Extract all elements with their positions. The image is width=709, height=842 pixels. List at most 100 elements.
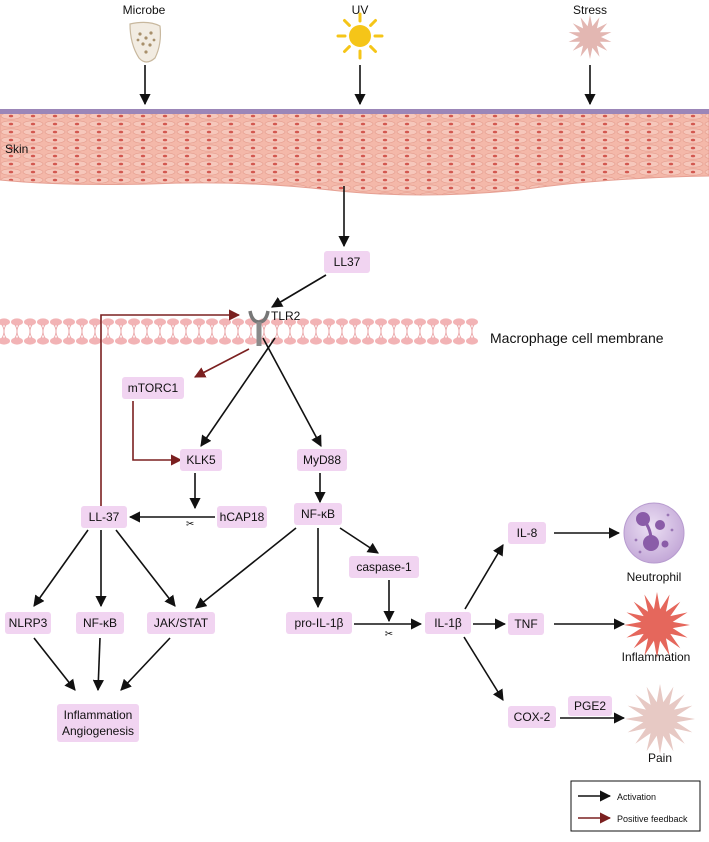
node-cox2 xyxy=(508,706,556,728)
membrane-lipid-head xyxy=(375,318,387,326)
membrane-lipid-head xyxy=(50,318,62,326)
membrane-lipid-head xyxy=(336,318,348,326)
node-cox2-label: COX-2 xyxy=(514,710,551,724)
membrane-lipid-head xyxy=(440,318,452,326)
node-hcap18-label: hCAP18 xyxy=(220,510,265,524)
membrane-lipid-head xyxy=(388,318,400,326)
membrane-lipid-head xyxy=(24,318,36,326)
node-ll37-label: LL-37 xyxy=(89,510,120,524)
membrane-lipid-tail xyxy=(107,324,111,339)
node-prol1b-label: pro-IL-1β xyxy=(295,616,344,630)
node-tnf-label: TNF xyxy=(514,617,537,631)
membrane-lipid-tail xyxy=(380,324,384,339)
membrane-lipid-head xyxy=(401,318,413,326)
membrane-lipid-tail xyxy=(159,324,163,339)
arrow-nfkb-inflam xyxy=(92,637,104,692)
membrane-lipid-head xyxy=(284,337,296,345)
membrane-lipid-head xyxy=(193,318,205,326)
arrow-tlr2-mtorc1 xyxy=(194,348,250,378)
node-inflammation-angiogenesis xyxy=(57,704,139,742)
arrow-nfkb-caspase1 xyxy=(339,527,379,554)
membrane-lipid-head xyxy=(349,318,361,326)
membrane-lipid-head xyxy=(115,318,127,326)
membrane-lipid-tail xyxy=(185,324,189,339)
microbe-label: Microbe xyxy=(123,3,166,17)
membrane-lipid-head xyxy=(427,337,439,345)
membrane-lipid-tail xyxy=(3,324,7,339)
membrane-lipid-head xyxy=(401,337,413,345)
membrane-lipid-head xyxy=(89,337,101,345)
membrane-lipid-head xyxy=(154,318,166,326)
neutrophil-label: Neutrophil xyxy=(627,570,682,584)
membrane-lipid-tail xyxy=(133,324,137,339)
sun-icon xyxy=(336,12,384,60)
membrane-lipid-tail xyxy=(42,324,46,339)
arrow-ll37-tlr2 xyxy=(271,274,327,308)
membrane-lipid-tail xyxy=(250,324,254,339)
node-klk5-label: KLK5 xyxy=(186,453,216,467)
membrane-lipid-tail xyxy=(94,324,98,339)
membrane-lipid-head xyxy=(24,337,36,345)
membrane-lipid-head xyxy=(388,337,400,345)
arrow-ll37-jakstat xyxy=(115,529,176,607)
node-tnf xyxy=(508,613,544,635)
membrane-lipid-head xyxy=(349,337,361,345)
arrow-tlr2-klk5 xyxy=(200,337,276,447)
node-il8 xyxy=(508,522,546,544)
node-nfkb-low xyxy=(76,612,124,634)
membrane-lipid-tail xyxy=(341,324,345,339)
membrane-lipid-head xyxy=(50,337,62,345)
stimuli-arrows xyxy=(139,65,596,106)
arrow-ll37-nlrp3 xyxy=(33,529,89,607)
membrane-lipid-head xyxy=(154,337,166,345)
membrane-lipid-head xyxy=(375,337,387,345)
membrane-lipid-tail xyxy=(471,324,475,339)
legend: Activation Positive feedback xyxy=(570,780,701,832)
membrane-lipid-head xyxy=(466,318,478,326)
membrane-lipid-tail xyxy=(393,324,397,339)
node-caspase1-label: caspase-1 xyxy=(356,560,412,574)
membrane-lipid-head xyxy=(180,318,192,326)
node-klk5 xyxy=(180,449,222,471)
membrane-lipid-tail xyxy=(276,324,280,339)
membrane-lipid-tail xyxy=(406,324,410,339)
membrane-lipid-tail xyxy=(29,324,33,339)
membrane-lipid-tail xyxy=(198,324,202,339)
membrane-lipid-head xyxy=(37,318,49,326)
membrane-lipid-head xyxy=(297,318,309,326)
membrane-lipid-head xyxy=(271,318,283,326)
membrane-lipid-tail xyxy=(458,324,462,339)
node-hcap18 xyxy=(217,506,267,528)
membrane-lipid-head xyxy=(89,318,101,326)
microbe-icon xyxy=(129,21,162,63)
membrane-lipid-head xyxy=(219,318,231,326)
membrane-lipid-tail xyxy=(224,324,228,339)
scissors-icon: ✂ xyxy=(186,519,194,530)
membrane-lipid-tail xyxy=(16,324,20,339)
node-nfkb-low-label: NF-κB xyxy=(83,616,117,630)
membrane-lipid-head xyxy=(102,318,114,326)
feedback-ll37-tlr2 xyxy=(100,309,241,510)
node-angiogenesis-line2: Angiogenesis xyxy=(62,724,134,738)
arrow-nlrp3-inflam xyxy=(33,637,76,691)
node-prol1b xyxy=(286,612,352,634)
membrane-lipid-tail xyxy=(81,324,85,339)
membrane-lipid-head xyxy=(310,318,322,326)
membrane-lipid-head xyxy=(232,337,244,345)
membrane-lipid-head xyxy=(37,337,49,345)
membrane-lipid-head xyxy=(206,337,218,345)
membrane-lipid-head xyxy=(440,337,452,345)
node-il1b-label: IL-1β xyxy=(434,616,462,630)
membrane-lipid-head xyxy=(128,318,140,326)
membrane-lipid-tail xyxy=(432,324,436,339)
membrane-lipid-tail xyxy=(302,324,306,339)
membrane-lipid-head xyxy=(284,318,296,326)
node-il8-label: IL-8 xyxy=(517,526,538,540)
membrane-lipid-tail xyxy=(354,324,358,339)
skin-layer xyxy=(0,109,709,196)
node-ll37 xyxy=(81,506,127,528)
membrane-lipid-head xyxy=(63,337,75,345)
node-jakstat xyxy=(147,612,215,634)
membrane-lipid-head xyxy=(297,337,309,345)
legend-feedback-label: Positive feedback xyxy=(617,814,688,824)
